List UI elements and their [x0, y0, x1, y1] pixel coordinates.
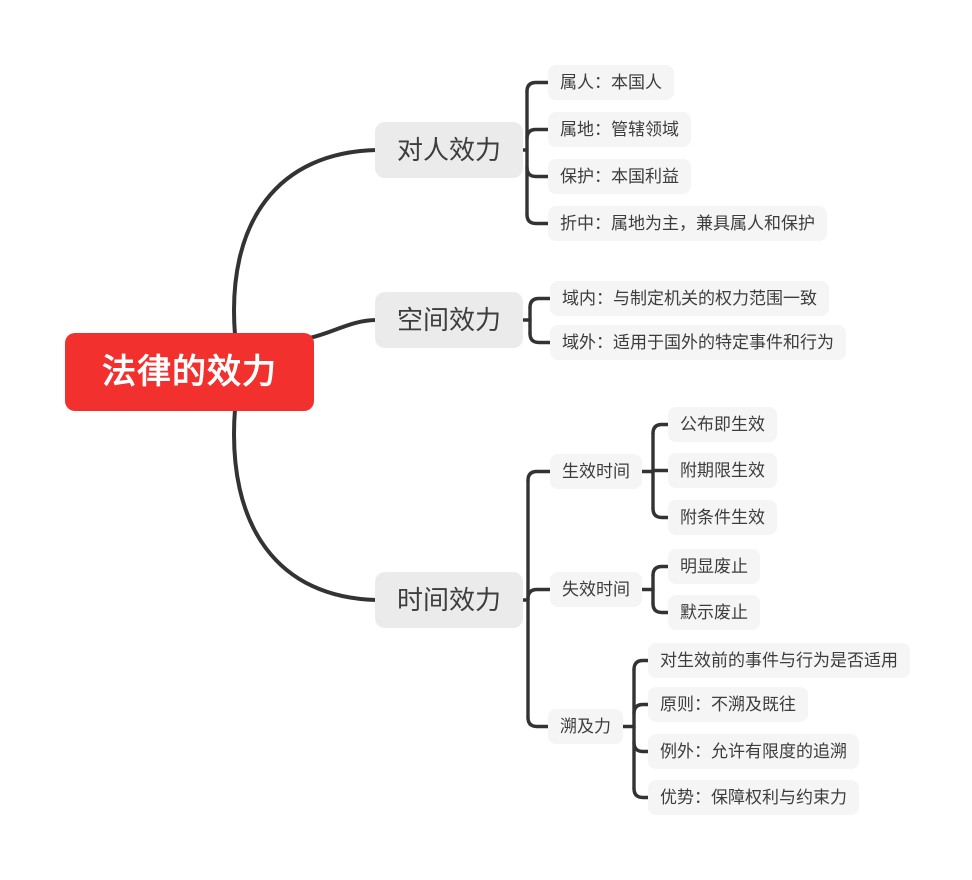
topic-temporal-effect[interactable]: 时间效力 [375, 572, 524, 628]
leaf-effective-with-term[interactable]: 附期限生效 [668, 453, 777, 488]
subtopic-retroactivity[interactable]: 溯及力 [548, 709, 623, 744]
subtopic-eclectic-principle[interactable]: 折中：属地为主，兼具属人和保护 [548, 206, 827, 241]
subtopic-extraterritorial-effect[interactable]: 域外：适用于国外的特定事件和行为 [550, 325, 846, 360]
topic-spatial-effect[interactable]: 空间效力 [375, 292, 524, 348]
leaf-retroactivity-exception[interactable]: 例外：允许有限度的追溯 [648, 734, 859, 769]
central-topic[interactable]: 法律的效力 [65, 333, 314, 411]
leaf-retroactivity-principle[interactable]: 原则：不溯及既往 [648, 687, 808, 722]
subtopic-domestic-effect[interactable]: 域内：与制定机关的权力范围一致 [550, 281, 829, 316]
subtopic-territorial-principle[interactable]: 属地：管辖领域 [548, 112, 691, 147]
subtopic-protective-principle[interactable]: 保护：本国利益 [548, 159, 691, 194]
leaf-implied-repeal[interactable]: 默示废止 [668, 595, 760, 630]
leaf-retroactivity-question[interactable]: 对生效前的事件与行为是否适用 [648, 643, 910, 678]
leaf-effective-on-publication[interactable]: 公布即生效 [668, 407, 777, 442]
subtopic-personal-principle[interactable]: 属人：本国人 [548, 65, 674, 100]
subtopic-expiry-time[interactable]: 失效时间 [550, 572, 642, 607]
leaf-effective-with-condition[interactable]: 附条件生效 [668, 500, 777, 535]
topic-effect-on-person[interactable]: 对人效力 [375, 122, 524, 178]
subtopic-effective-time[interactable]: 生效时间 [550, 454, 642, 489]
leaf-express-repeal[interactable]: 明显废止 [668, 549, 760, 584]
leaf-retroactivity-advantage[interactable]: 优势：保障权利与约束力 [648, 780, 859, 815]
